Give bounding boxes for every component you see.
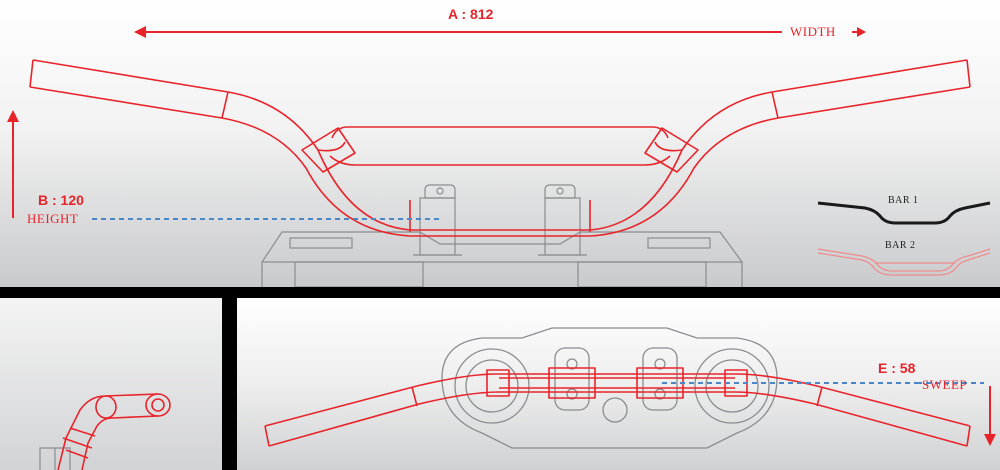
triple-clamp-outline — [261, 231, 743, 287]
width-axis-label: WIDTH — [790, 24, 836, 39]
height-dimension-arrow — [7, 110, 19, 218]
handlebar-top — [264, 367, 971, 447]
side-view-drawing — [39, 393, 171, 470]
side-view-panel — [0, 298, 222, 470]
handlebar-side — [57, 393, 171, 470]
height-axis-label: HEIGHT — [27, 211, 79, 226]
width-dimension-arrow — [134, 26, 866, 38]
bar1-legend-shape — [817, 201, 991, 225]
front-view-drawing — [7, 26, 991, 287]
width-value-label: A : 812 — [448, 6, 494, 22]
top-view-drawing — [264, 327, 996, 449]
bar2-legend-shape — [817, 248, 991, 276]
sweep-axis-label: SWEEP — [922, 377, 968, 392]
bar2-legend-label: BAR 2 — [885, 240, 916, 251]
height-value-label: B : 120 — [38, 192, 84, 208]
top-view-panel: E : 58 SWEEP — [237, 298, 1000, 470]
sweep-dimension-arrow — [984, 386, 996, 446]
fork-outline-side — [39, 447, 71, 470]
sweep-value-label: E : 58 — [878, 360, 916, 376]
front-view-panel: A : 812 WIDTH B : 120 HEIGHT BAR 1 BAR 2 — [0, 0, 1000, 287]
bar1-legend-label: BAR 1 — [888, 195, 919, 206]
handlebar-front — [29, 59, 971, 237]
riser-clamps — [413, 184, 587, 256]
